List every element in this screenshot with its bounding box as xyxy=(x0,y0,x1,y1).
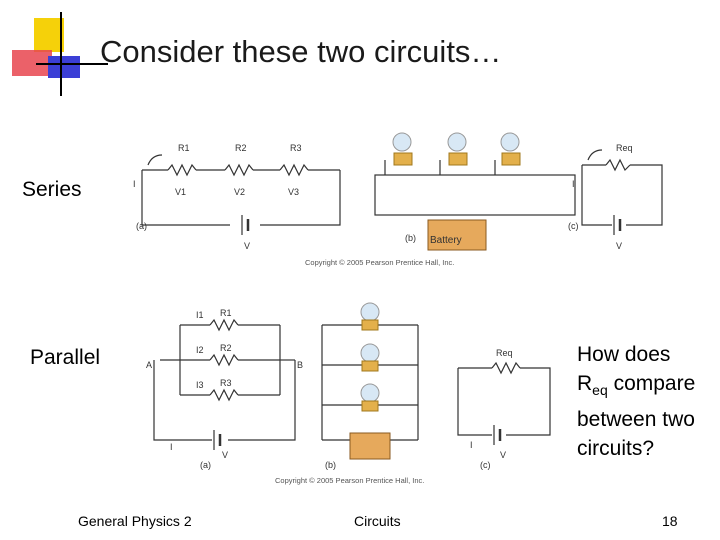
parallel-current-label: I xyxy=(170,442,173,452)
series-v1-label: V1 xyxy=(175,187,186,197)
footer-page-number: 18 xyxy=(662,513,678,529)
series-copyright: Copyright © 2005 Pearson Prentice Hall, … xyxy=(305,258,454,267)
series-c-current-label: I xyxy=(572,179,575,189)
series-r2-label: R2 xyxy=(235,143,247,153)
parallel-panel-b: (b) xyxy=(325,460,336,470)
parallel-label: Parallel xyxy=(30,346,101,369)
series-circuit-figure: R1 R2 R3 V1 V2 V3 I V (a) (b) Battery (c… xyxy=(133,132,663,267)
series-current-label: I xyxy=(133,179,136,189)
parallel-req-label: Req xyxy=(496,348,513,358)
battery-text: Battery xyxy=(430,235,462,246)
question-text: How does Req compare between two circuit… xyxy=(577,340,717,463)
question-line-3: between two xyxy=(577,408,695,432)
question-line-1: How does xyxy=(577,343,671,366)
parallel-i2-label: I2 xyxy=(196,345,204,355)
series-v3-label: V3 xyxy=(288,187,299,197)
parallel-battery-v-label: V xyxy=(222,450,228,460)
series-panel-c: (c) xyxy=(568,221,579,231)
parallel-c-battery-v-label: V xyxy=(500,450,506,460)
series-label: Series xyxy=(22,178,82,201)
series-r3-label: R3 xyxy=(290,143,302,153)
series-r1-label: R1 xyxy=(178,143,190,153)
series-panel-a: (a) xyxy=(136,221,147,231)
parallel-c-current-label: I xyxy=(470,440,473,450)
parallel-i3-label: I3 xyxy=(196,380,204,390)
slide-title: Consider these two circuits… xyxy=(100,34,502,69)
series-battery-v-label: V xyxy=(244,241,250,251)
footer-topic: Circuits xyxy=(354,513,401,529)
series-panel-b: (b) xyxy=(405,233,416,243)
slide-logo-decoration xyxy=(12,12,108,96)
parallel-panel-c: (c) xyxy=(480,460,491,470)
parallel-circuit-figure: I1 I2 I3 R1 R2 R3 A B I V (a) (b) (c) Re… xyxy=(146,302,551,485)
parallel-i1-label: I1 xyxy=(196,310,204,320)
parallel-r1-label: R1 xyxy=(220,308,232,318)
parallel-r2-label: R2 xyxy=(220,343,232,353)
footer-course: General Physics 2 xyxy=(78,513,192,529)
question-line-4: circuits? xyxy=(577,437,655,461)
parallel-r3-label: R3 xyxy=(220,378,232,388)
parallel-panel-a: (a) xyxy=(200,460,211,470)
parallel-node-b: B xyxy=(297,360,303,370)
question-line-2: Req compare xyxy=(577,372,696,399)
parallel-copyright: Copyright © 2005 Pearson Prentice Hall, … xyxy=(275,476,424,485)
series-req-label: Req xyxy=(616,143,633,153)
series-c-battery-v-label: V xyxy=(616,241,622,251)
parallel-node-a: A xyxy=(146,360,152,370)
series-v2-label: V2 xyxy=(234,187,245,197)
